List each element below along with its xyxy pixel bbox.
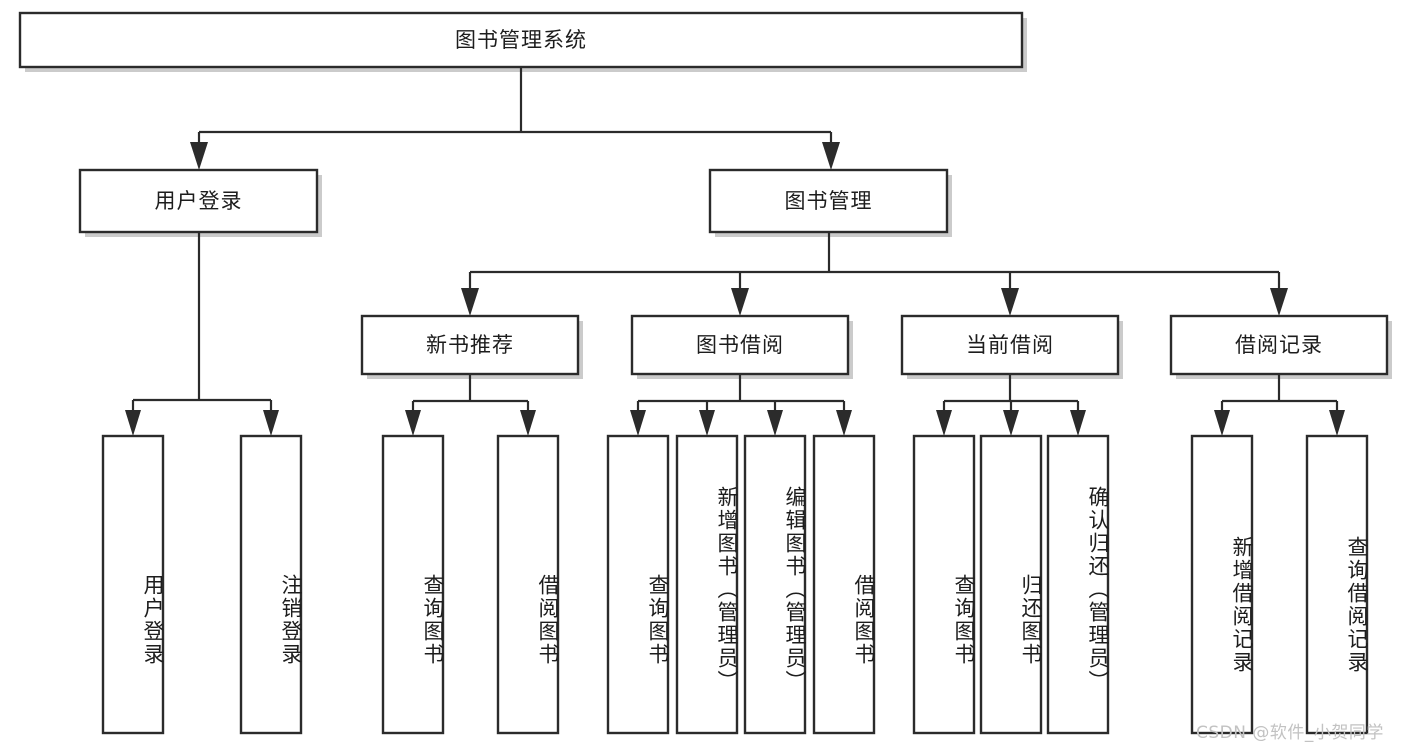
box-current-borrow[interactable]	[900, 314, 1120, 376]
label-leaf-current-1: 归还图书	[1019, 574, 1043, 666]
label-leaf-records-0: 新增借阅记录	[1230, 536, 1254, 674]
box-book-manage[interactable]	[708, 168, 949, 234]
label-leaf-borrow-3: 借阅图书	[852, 574, 876, 666]
box-leaf-current-0[interactable]	[912, 434, 976, 735]
box-leaf-new-book-0[interactable]	[381, 434, 445, 735]
label-book-manage: 图书管理	[784, 188, 873, 213]
label-new-book: 新书推荐	[426, 332, 514, 357]
box-leaf-borrow-2[interactable]	[743, 434, 807, 735]
label-leaf-borrow-0: 查询图书	[646, 574, 670, 666]
label-leaf-records-1: 查询借阅记录	[1345, 536, 1369, 674]
box-leaf-borrow-0[interactable]	[606, 434, 670, 735]
box-leaf-current-2[interactable]	[1046, 434, 1110, 735]
label-user-login: 用户登录	[154, 188, 243, 213]
box-book-borrow[interactable]	[630, 314, 850, 376]
label-root: 图书管理系统	[455, 27, 587, 52]
label-leaf-borrow-1: 新增图书（管理员）	[715, 486, 739, 693]
watermark-text: CSDN @软件_小贺同学	[1196, 723, 1384, 743]
box-leaf-user-login-0[interactable]	[101, 434, 165, 735]
box-root[interactable]	[18, 11, 1024, 69]
label-leaf-current-2: 确认归还（管理员）	[1086, 486, 1110, 693]
connector-arrowheads	[125, 142, 1345, 436]
box-leaf-current-1[interactable]	[979, 434, 1043, 735]
box-leaf-records-1[interactable]	[1305, 434, 1369, 735]
box-borrow-records[interactable]	[1169, 314, 1389, 376]
label-leaf-current-0: 查询图书	[952, 574, 976, 666]
node-boxes	[18, 11, 1389, 735]
label-leaf-user-login-1: 注销登录	[279, 574, 303, 666]
box-leaf-user-login-1[interactable]	[239, 434, 303, 735]
label-leaf-borrow-2: 编辑图书（管理员）	[783, 486, 807, 693]
label-borrow-records: 借阅记录	[1235, 332, 1323, 357]
box-leaf-borrow-3[interactable]	[812, 434, 876, 735]
label-leaf-new-book-1: 借阅图书	[536, 574, 560, 666]
label-leaf-new-book-0: 查询图书	[421, 574, 445, 666]
label-leaf-user-login-0: 用户登录	[141, 574, 165, 666]
box-leaf-new-book-1[interactable]	[496, 434, 560, 735]
box-new-book[interactable]	[360, 314, 580, 376]
box-leaf-records-0[interactable]	[1190, 434, 1254, 735]
label-current-borrow: 当前借阅	[966, 332, 1054, 357]
box-user-login[interactable]	[78, 168, 319, 234]
box-leaf-borrow-1[interactable]	[675, 434, 739, 735]
label-book-borrow: 图书借阅	[696, 332, 784, 357]
